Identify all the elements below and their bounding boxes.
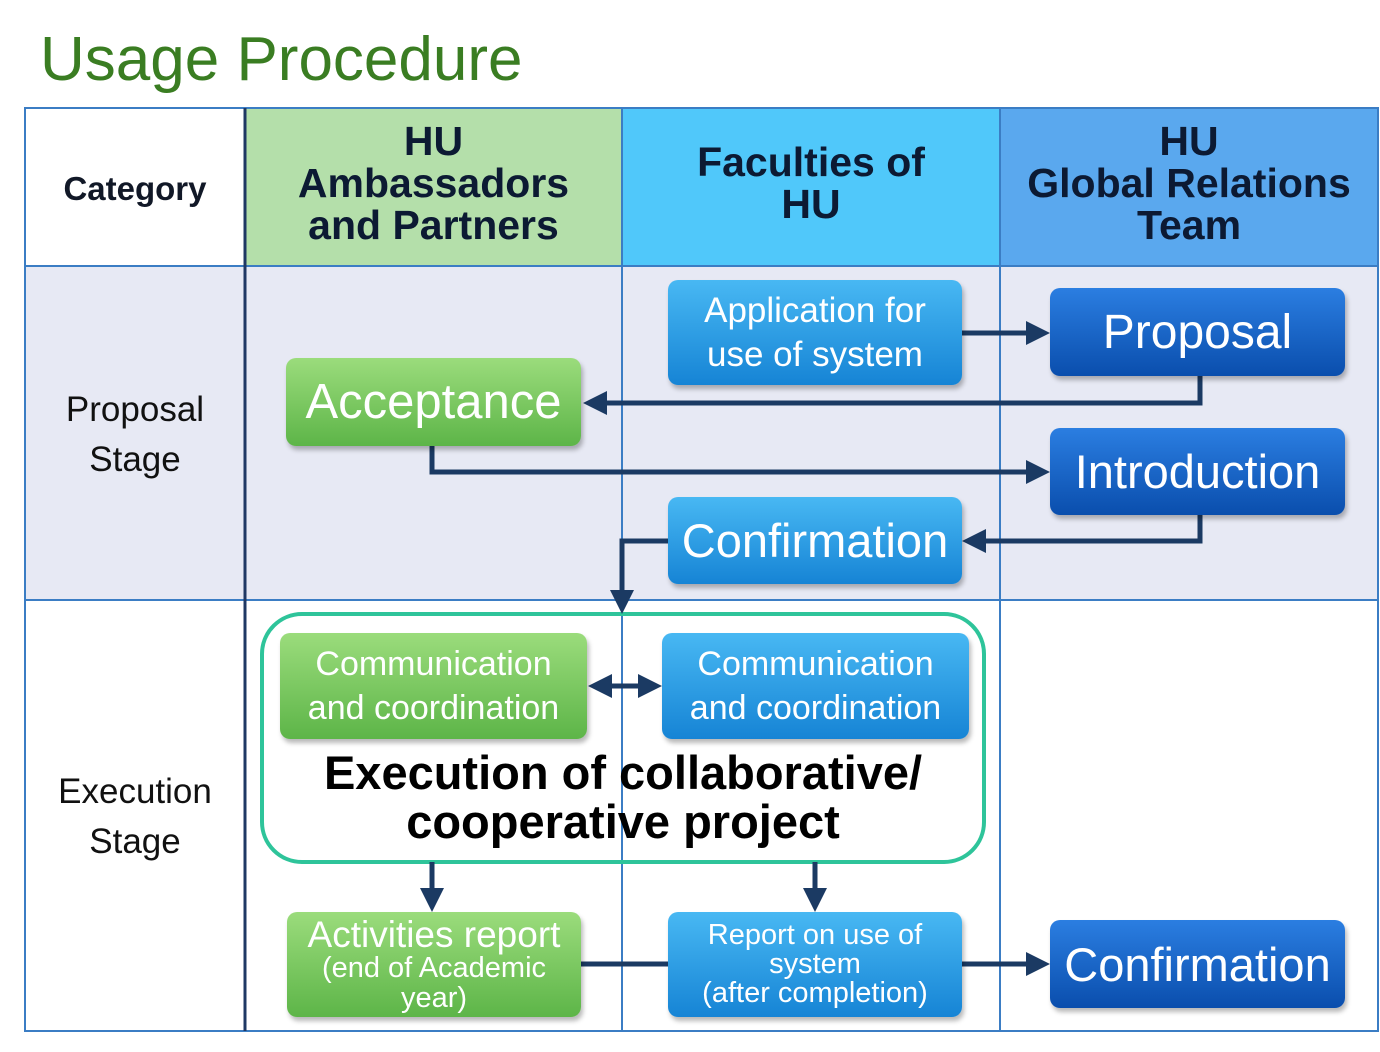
arrow-confirmation-to-project-line	[619, 538, 668, 591]
arrowhead-to-faculty-communication	[638, 674, 662, 698]
step-usage-report-line: (after completion)	[702, 977, 928, 1009]
step-usage-report-line: system	[769, 948, 861, 980]
partners-header-background	[245, 108, 622, 266]
arrowhead-to-partner-communication	[588, 674, 612, 698]
header-global-team: HU Global Relations Team	[1000, 108, 1378, 258]
step-partner-communication-line: Communication	[315, 645, 552, 683]
step-team-confirmation-label: Confirmation	[1064, 937, 1331, 991]
stage-label-line: Stage	[89, 440, 181, 479]
step-activities-report-line: Activities report	[307, 913, 561, 955]
stage-label-proposal: Proposal Stage	[25, 266, 245, 604]
arrow-proposal-to-acceptance-line	[605, 376, 1203, 406]
stage-label-line: Execution	[58, 772, 212, 811]
stage-label-line: Proposal	[65, 390, 205, 429]
arrowhead-to-introduction	[1026, 460, 1050, 484]
stage-label-execution: Execution Stage	[25, 600, 245, 1034]
step-introduction: Introduction	[1050, 428, 1345, 515]
step-acceptance-label: Acceptance	[305, 375, 562, 429]
stage-label-line: Stage	[89, 822, 181, 861]
step-team-confirmation: Confirmation	[1050, 920, 1345, 1008]
project-title-line: cooperative project	[406, 795, 840, 848]
global-team-header-background	[1000, 108, 1378, 266]
arrowhead-to-project	[610, 590, 634, 614]
arrowhead-to-activities-report	[420, 888, 444, 912]
step-application: Application for use of system	[668, 280, 962, 385]
step-faculty-confirmation: Confirmation	[668, 497, 962, 584]
step-faculty-communication: Communication and coordination	[662, 633, 969, 739]
step-acceptance: Acceptance	[286, 358, 581, 446]
header-faculties: Faculties of HU	[622, 108, 1000, 258]
header-category: Category	[25, 108, 245, 270]
step-partner-communication: Communication and coordination	[280, 633, 587, 739]
project-title-line: Execution of collaborative/	[323, 746, 923, 799]
flow-arrows	[429, 330, 1203, 967]
table-border	[24, 107, 1379, 1032]
step-faculty-communication-line: and coordination	[689, 689, 942, 727]
arrowhead-to-team-confirmation	[1026, 952, 1050, 976]
step-faculty-confirmation-label: Confirmation	[681, 514, 949, 567]
step-proposal: Proposal	[1050, 288, 1345, 376]
header-partners: HU Ambassadors and Partners	[245, 108, 622, 258]
step-faculty-communication-line: Communication	[697, 645, 934, 683]
header-global-team-line: Team	[1136, 202, 1242, 248]
arrow-introduction-to-confirmation-line	[985, 515, 1203, 544]
arrow-acceptance-to-introduction-line	[429, 446, 1027, 475]
header-faculties-line: HU	[781, 181, 841, 227]
table-grid	[24, 107, 1379, 1032]
arrowhead-to-faculty-confirmation	[962, 529, 986, 553]
step-proposal-label: Proposal	[1102, 305, 1293, 359]
arrowhead-to-acceptance	[583, 391, 607, 415]
step-application-line: Application for	[704, 290, 926, 330]
header-faculties-line: Faculties of	[697, 139, 925, 185]
arrowhead-to-usage-report	[803, 888, 827, 912]
step-introduction-label: Introduction	[1074, 445, 1321, 498]
arrow-heads	[420, 321, 1050, 976]
step-partner-communication-line: and coordination	[307, 689, 560, 727]
arrowhead-to-proposal	[1026, 321, 1050, 345]
step-activities-report-line: year)	[400, 981, 468, 1014]
step-activities-report: Activities report (end of Academic year)	[287, 912, 581, 1017]
step-activities-report-line: (end of Academic	[321, 951, 547, 984]
header-category-label: Category	[63, 170, 207, 207]
page-title: Usage Procedure	[40, 25, 523, 94]
project-title: Execution of collaborative/ cooperative …	[262, 748, 984, 846]
project-outline	[260, 612, 986, 864]
header-global-team-line: HU	[1159, 118, 1219, 164]
step-application-line: use of system	[707, 334, 923, 374]
header-partners-line: Ambassadors	[297, 160, 570, 206]
step-usage-report-line: Report on use of	[707, 919, 923, 951]
step-usage-report: Report on use of system (after completio…	[668, 912, 962, 1017]
faculties-header-background	[622, 108, 1000, 266]
header-global-team-line: Global Relations	[1027, 160, 1351, 206]
header-partners-line: HU	[403, 118, 464, 164]
header-partners-line: and Partners	[308, 202, 559, 248]
